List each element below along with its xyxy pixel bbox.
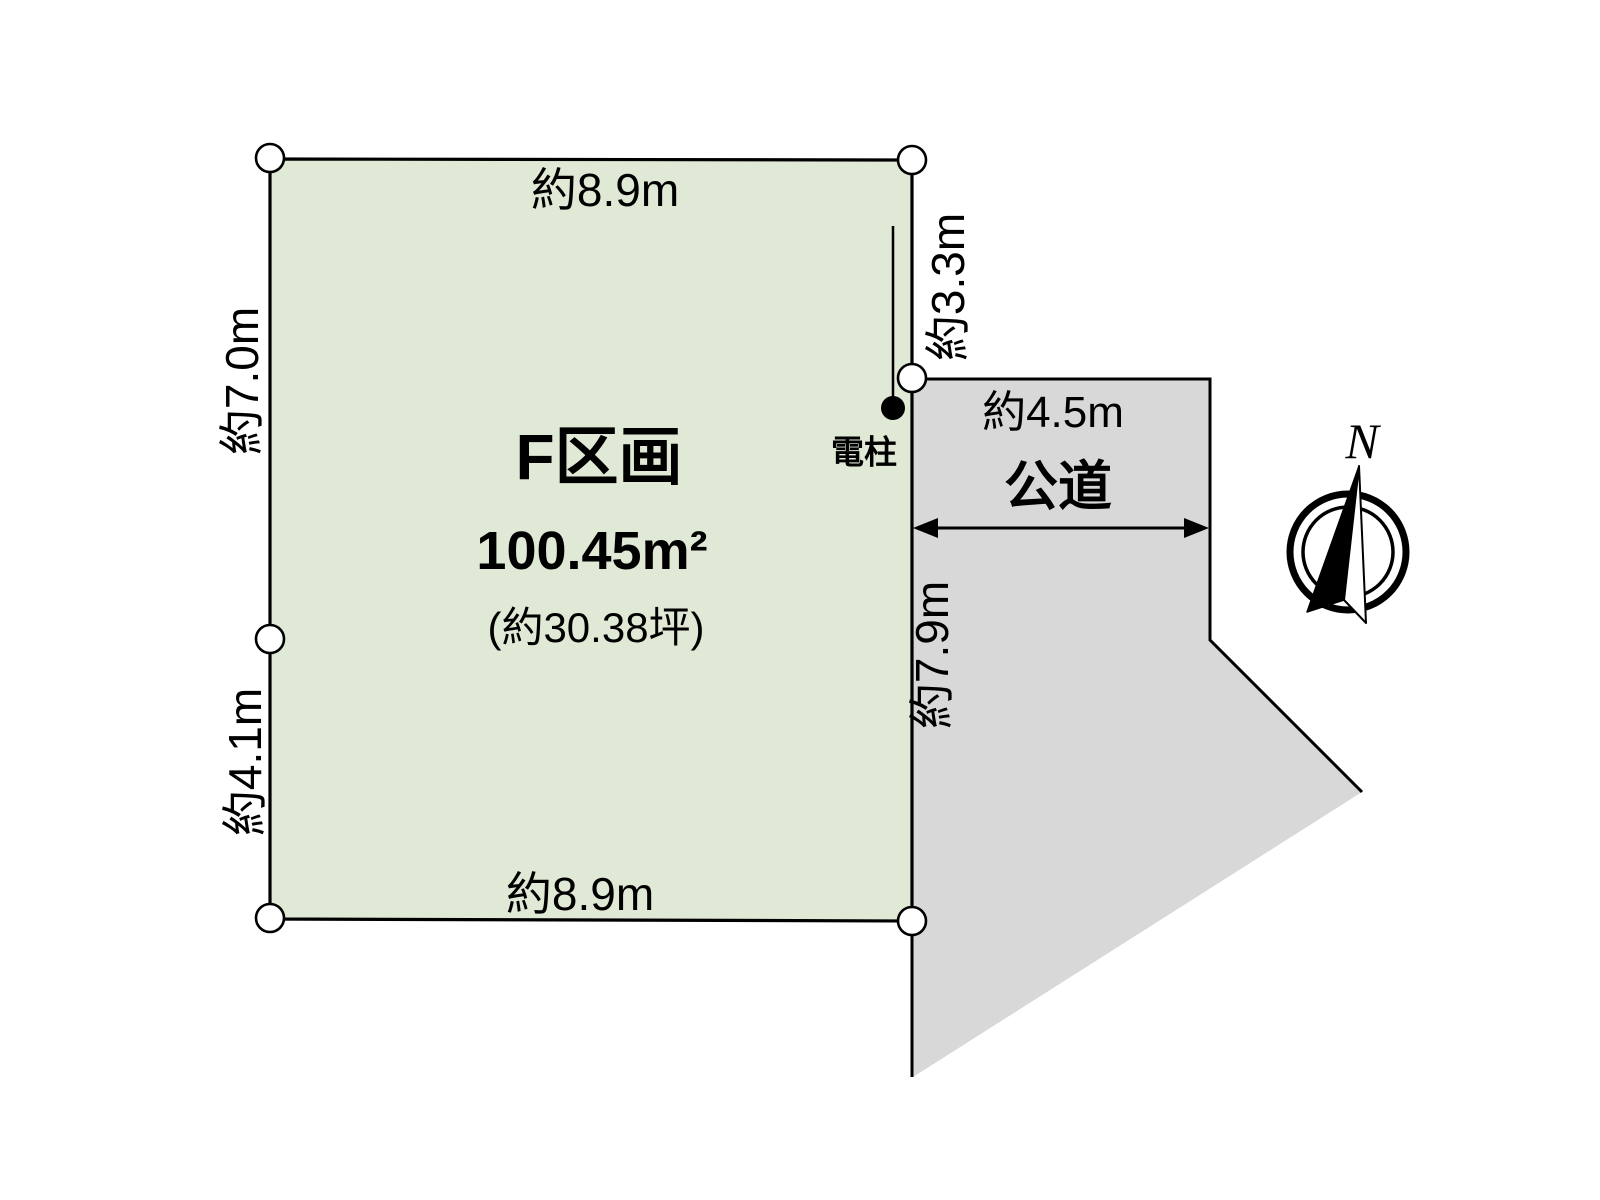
corner-marker-bottom-left bbox=[254, 902, 286, 934]
dim-bottom: 約8.9m bbox=[505, 868, 655, 920]
corner-marker-top-left bbox=[254, 142, 286, 174]
utility-pole-dot bbox=[881, 396, 905, 420]
road-width-arrowhead-left bbox=[913, 518, 938, 538]
road-shape bbox=[912, 379, 1362, 1077]
plot-area-label: 100.45m² bbox=[476, 521, 708, 581]
road-width-label: 約4.5m bbox=[982, 388, 1124, 437]
corner-marker-bottom-right bbox=[896, 905, 928, 937]
road-width-arrowhead-right bbox=[1184, 518, 1209, 538]
compass-needle-white bbox=[1343, 465, 1367, 624]
utility-pole-label: 電柱 bbox=[831, 433, 897, 471]
plot-name-label: F区画 bbox=[515, 421, 683, 493]
plot-tsubo-label: (約30.38坪) bbox=[487, 604, 705, 651]
compass-north-label: N bbox=[1345, 413, 1379, 469]
dim-left-upper: 約7.0m bbox=[216, 306, 268, 456]
compass-icon bbox=[1286, 465, 1410, 624]
corner-marker-left-mid bbox=[254, 623, 286, 655]
dim-left-lower: 約4.1m bbox=[219, 687, 271, 837]
dim-top: 約8.9m bbox=[530, 164, 680, 216]
dim-right-lower: 約7.9m bbox=[906, 580, 958, 730]
dim-right-upper: 約3.3m bbox=[922, 212, 974, 362]
corner-marker-right-mid bbox=[896, 362, 928, 394]
road-name-label: 公道 bbox=[1004, 457, 1112, 517]
corner-marker-top-right bbox=[896, 144, 928, 176]
